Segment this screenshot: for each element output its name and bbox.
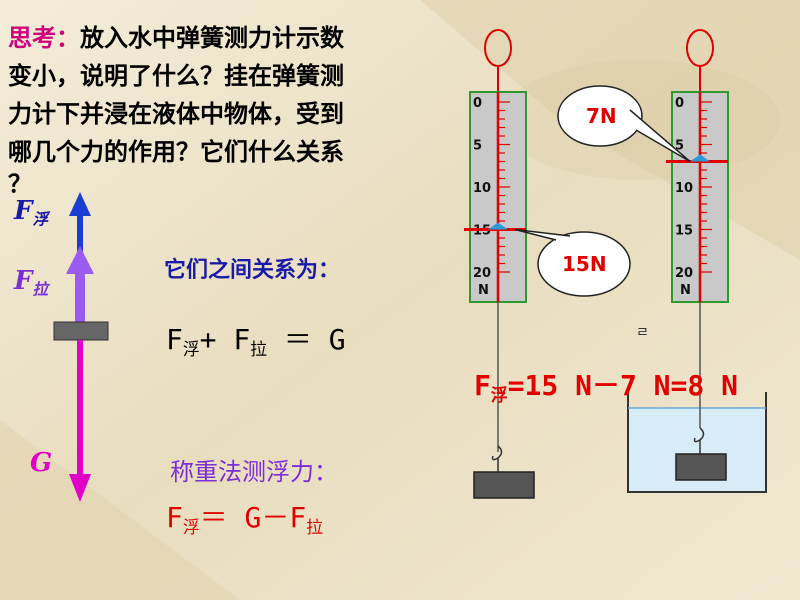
- left-hook: [491, 445, 503, 461]
- left-scale-tick-label: 0: [473, 96, 482, 111]
- relation-heading: 它们之间关系为：: [164, 258, 341, 283]
- right-scale-tick-label: 0: [675, 96, 684, 111]
- left-reading-callout: [537, 231, 631, 297]
- right-scale-tick-label: 5: [675, 139, 684, 154]
- question-line-4: 哪几个力的作用？它们什么关系: [8, 138, 344, 166]
- buoyancy-label: F浮: [14, 196, 49, 229]
- left-reading-callout-tail: [514, 228, 571, 241]
- right-scale-tick-label: 10: [675, 181, 693, 196]
- right-reading-callout: [557, 85, 643, 147]
- question-line-2: 变小，说明了什么？挂在弹簧测: [8, 62, 344, 90]
- stray-mark: ㄹ: [636, 325, 649, 341]
- gravity-label: G: [30, 448, 53, 478]
- question-line-3: 力计下并浸在液体中物体，受到: [8, 100, 344, 128]
- question-line-5: ？: [8, 170, 32, 198]
- right-scale-unit: N: [680, 283, 691, 298]
- pull-label: F拉: [14, 266, 49, 299]
- left-scale-pointer-marker: [488, 222, 508, 230]
- beaker-outline: [627, 392, 767, 493]
- left-reading-label: 15N: [562, 252, 607, 276]
- question-label: 思考：: [8, 24, 80, 52]
- right-scale-pointer-marker: [690, 154, 710, 162]
- question-line-1: 思考：放入水中弹簧测力计示数: [8, 24, 344, 52]
- left-scale-tick-label: 10: [473, 181, 491, 196]
- force-diagram: [53, 192, 109, 502]
- right-scale-ring: [686, 29, 714, 67]
- left-scale-tick-label: 5: [473, 139, 482, 154]
- right-weight: [675, 453, 727, 481]
- left-weight: [473, 471, 535, 499]
- right-scale-tick-label: 20: [675, 266, 693, 281]
- left-scale-unit: N: [478, 283, 489, 298]
- left-scale-tick-label: 20: [473, 266, 491, 281]
- right-scale-tick-label: 15: [675, 224, 693, 239]
- buoyancy-arrowhead: [69, 192, 91, 216]
- method-formula: F浮＝ G－F拉: [166, 501, 324, 537]
- pull-arrowhead: [66, 246, 94, 274]
- gravity-arrowhead: [69, 474, 91, 502]
- method-heading: 称重法测浮力：: [170, 458, 338, 486]
- relation-formula: F浮+ F拉 ＝ G: [166, 323, 346, 359]
- right-reading-callout-tail: [629, 109, 691, 163]
- right-reading-label: 7N: [586, 104, 617, 128]
- left-scale-ring: [484, 29, 512, 67]
- result-equation: F浮=15 N－7 N=8 N: [474, 369, 738, 405]
